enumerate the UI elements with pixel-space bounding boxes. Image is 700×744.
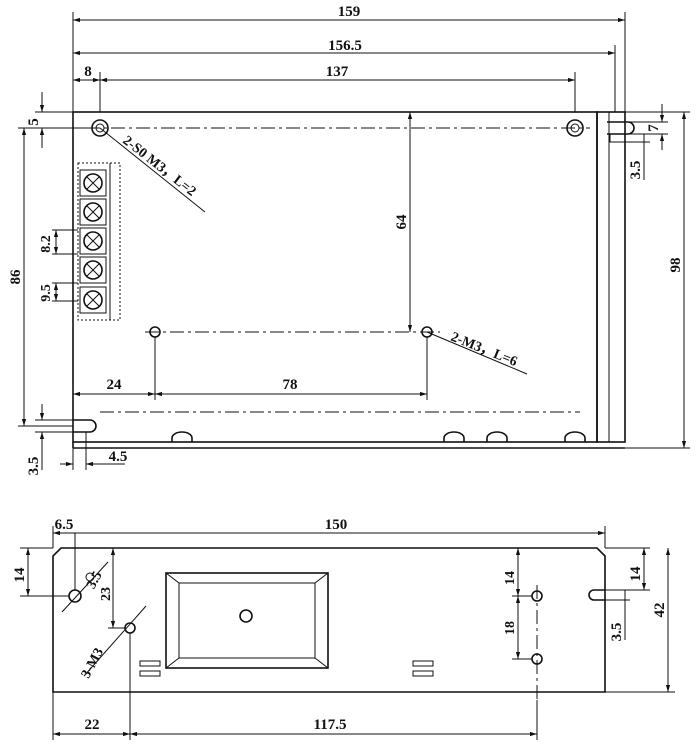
callout-bottom-holes: 3-M3 — [79, 646, 107, 681]
dim-3-5-left: 3.5 — [26, 457, 42, 476]
dim-3-5-right: 3.5 — [628, 161, 644, 180]
dim-5: 5 — [26, 118, 42, 126]
display-window-outer — [165, 572, 329, 669]
dim-150: 150 — [325, 517, 348, 533]
dim-tab-14: 14 — [628, 566, 644, 582]
dim-64: 64 — [394, 214, 410, 230]
dim-23: 23 — [99, 587, 114, 601]
callout-top-holes: 2-S0 M3，L=2 — [120, 133, 199, 199]
terminal-screws — [79, 169, 107, 314]
dim-7: 7 — [646, 124, 662, 132]
display-window-inner — [178, 582, 316, 659]
dim-98: 98 — [668, 258, 684, 273]
dim-9-5: 9.5 — [39, 284, 54, 302]
dim-18: 18 — [503, 621, 518, 635]
dim-117-5: 117.5 — [314, 717, 347, 733]
top-view: 159 156.5 8 137 5 86 98 64 — [8, 4, 690, 475]
dim-42: 42 — [652, 603, 668, 618]
terminal-block — [77, 162, 121, 321]
bottom-view: 150 6.5 14 3.5 23 3-M3 14 18 14 — [12, 517, 675, 740]
dim-tab-3-5: 3.5 — [609, 623, 625, 642]
dim-86: 86 — [8, 269, 24, 285]
dim-14-left: 14 — [12, 567, 28, 583]
dim-14-right: 14 — [503, 571, 518, 585]
dim-159: 159 — [338, 4, 361, 20]
side-flange — [596, 111, 626, 443]
dim-4-5: 4.5 — [109, 449, 128, 465]
dim-8-2: 8.2 — [39, 235, 54, 253]
dim-24: 24 — [107, 377, 123, 393]
dim-156-5: 156.5 — [328, 38, 362, 54]
dim-137: 137 — [326, 64, 349, 80]
dim-6-5: 6.5 — [55, 517, 74, 533]
dim-hole-3-5: 3.5 — [84, 569, 105, 591]
callout-mid-holes: 2-M3，L=6 — [449, 330, 520, 370]
dim-78: 78 — [283, 377, 298, 393]
bottom-view-outline — [52, 547, 606, 693]
dim-8: 8 — [84, 64, 92, 80]
dim-22: 22 — [85, 717, 100, 733]
